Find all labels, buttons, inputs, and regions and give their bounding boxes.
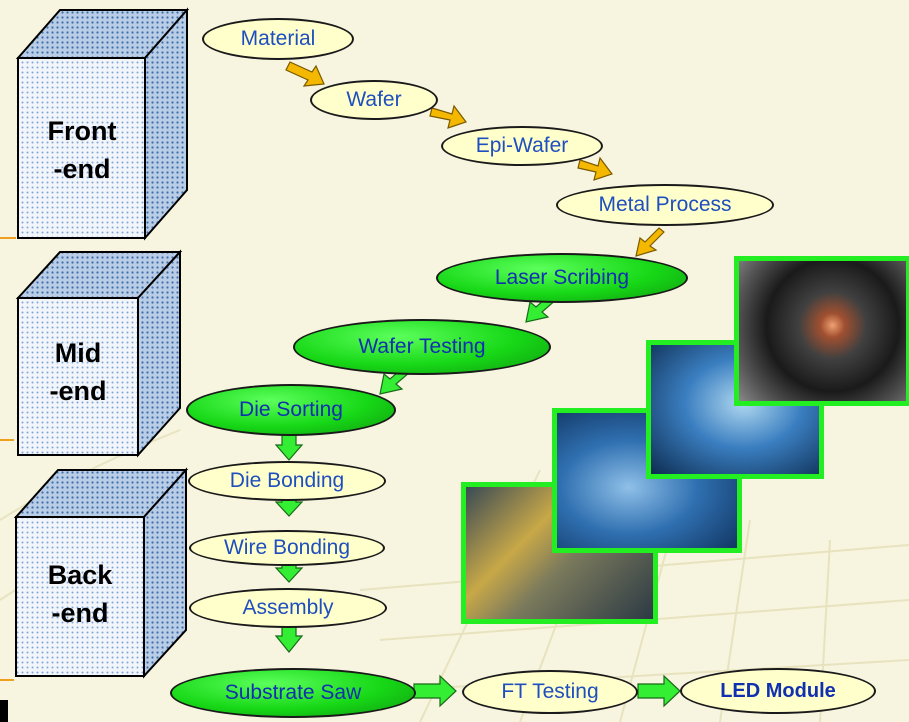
node-die-sorting: Die Sorting <box>186 384 396 436</box>
arrow-substrate-ft <box>413 674 457 708</box>
photo-wafer-chuck <box>734 256 909 406</box>
node-laser-scribing: Laser Scribing <box>436 253 688 303</box>
node-ft-testing: FT Testing <box>462 670 638 714</box>
front-end-cube <box>15 7 190 241</box>
corner-mark <box>0 700 8 722</box>
node-die-bonding: Die Bonding <box>188 461 386 501</box>
node-wafer-testing: Wafer Testing <box>293 319 551 375</box>
stage-separators <box>0 237 16 681</box>
node-led-module: LED Module <box>680 668 876 714</box>
back-end-cube <box>13 467 189 679</box>
orange-arrows <box>285 61 665 257</box>
node-wafer: Wafer <box>310 80 438 120</box>
node-assembly: Assembly <box>189 588 387 628</box>
mid-end-cube <box>15 249 183 458</box>
node-metal-process: Metal Process <box>556 184 774 226</box>
node-substrate-saw: Substrate Saw <box>170 668 416 718</box>
mid-end-label-line2: -end <box>49 376 107 406</box>
back-end-label-line1: Back <box>47 560 113 590</box>
arrow-ft-led <box>637 674 681 708</box>
arrow-wafer-epi <box>429 104 467 129</box>
front-end-label-line1: Front <box>47 116 117 146</box>
back-end-label: Back -end <box>24 556 136 632</box>
front-end-label-line2: -end <box>53 154 111 184</box>
node-material: Material <box>202 18 354 60</box>
arrow-assembly-substrate <box>274 624 304 653</box>
mid-end-label: Mid -end <box>22 334 134 410</box>
node-wire-bonding: Wire Bonding <box>189 530 385 566</box>
mid-end-label-line1: Mid <box>54 338 102 368</box>
back-end-label-line2: -end <box>51 598 109 628</box>
front-end-label: Front -end <box>26 112 138 188</box>
arrow-epi-metal <box>577 156 613 181</box>
arrow-diesort-diebond <box>274 434 304 461</box>
node-epi-wafer: Epi-Wafer <box>441 126 603 166</box>
arrow-material-wafer <box>285 61 325 87</box>
arrow-metal-laser <box>635 227 665 257</box>
